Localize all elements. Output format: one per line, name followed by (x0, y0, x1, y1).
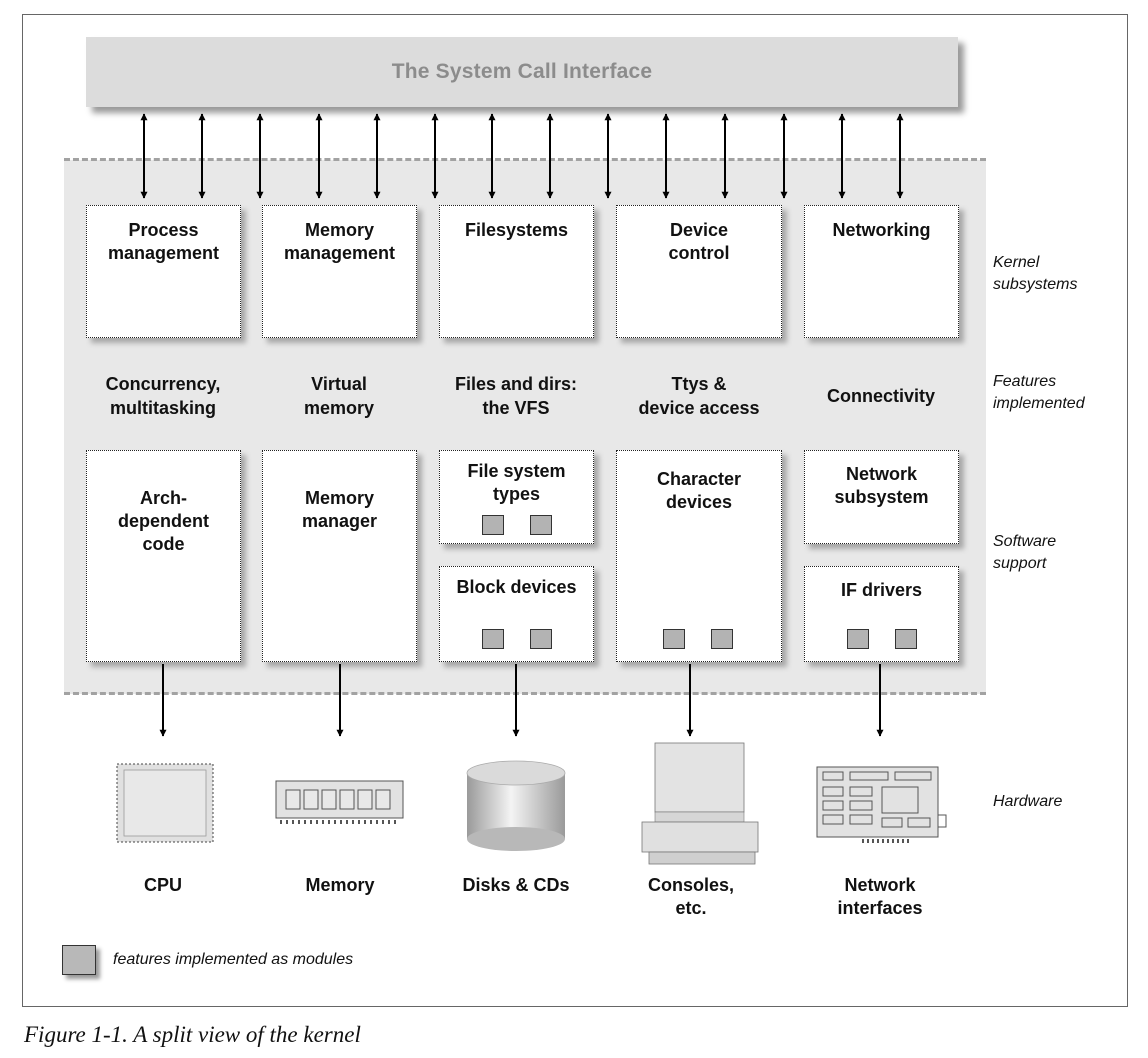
hardware-label-line: Memory (305, 875, 375, 895)
subsystem-filesystems: Filesystems (439, 205, 594, 338)
hardware-label-network-interfaces: Network interfaces (800, 874, 960, 920)
box-label-line: Arch- (139, 488, 187, 508)
side-label-line: Hardware (993, 793, 1063, 810)
subsystem-process-management: Process management (86, 205, 241, 338)
memory-manager: Memory manager (262, 450, 417, 662)
network-subsystem: Network subsystem (804, 450, 959, 544)
feature-vfs: Files and dirs: the VFS (421, 372, 611, 420)
side-label-line: Kernel (993, 254, 1040, 271)
module-square (530, 515, 552, 535)
feature-label-line: device access (638, 398, 760, 418)
feature-label-line: Concurrency, (105, 374, 221, 394)
legend-label: features implemented as modules (113, 951, 354, 968)
side-label-features-implemented: Features implemented (993, 371, 1085, 415)
side-label-line: subsystems (993, 276, 1078, 293)
subsystem-label-line: Networking (832, 220, 931, 240)
subsystem-device-control: Device control (616, 205, 782, 338)
box-label-line: Character (656, 469, 742, 489)
subsystem-label-line: Process (128, 220, 199, 240)
feature-label-line: Virtual (311, 374, 367, 394)
box-label-line: types (492, 484, 541, 504)
hardware-label-cpu: CPU (83, 874, 243, 897)
module-square (482, 515, 504, 535)
feature-label-line: Files and dirs: (454, 374, 578, 394)
module-square (895, 629, 917, 649)
hardware-label-line: interfaces (837, 898, 923, 918)
box-label-line: File system (467, 461, 566, 481)
box-label-line: Memory (304, 488, 375, 508)
feature-concurrency: Concurrency, multitasking (68, 372, 258, 420)
side-label-kernel-subsystems: Kernel subsystems (993, 252, 1077, 296)
side-label-line: implemented (993, 395, 1085, 412)
hardware-arrows (159, 664, 884, 737)
legend-module-square (62, 945, 96, 975)
feature-label-line: Connectivity (826, 386, 936, 406)
box-label-line: Network (845, 464, 917, 484)
subsystem-label-line: management (107, 243, 220, 263)
arch-dependent-code: Arch- dependent code (86, 450, 241, 662)
module-square (663, 629, 685, 649)
subsystem-networking: Networking (804, 205, 959, 338)
hardware-label-line: etc. (675, 898, 707, 918)
subsystem-label-line: management (283, 243, 396, 263)
system-call-interface-label: The System Call Interface (391, 60, 653, 83)
feature-connectivity: Connectivity (786, 384, 976, 408)
subsystem-memory-management: Memory management (262, 205, 417, 338)
feature-label-line: Ttys & (671, 374, 727, 394)
side-label-line: support (993, 555, 1047, 572)
block-devices: Block devices (439, 566, 594, 662)
box-label-line: code (142, 534, 185, 554)
hardware-label-line: Consoles, (647, 875, 735, 895)
if-drivers: IF drivers (804, 566, 959, 662)
syscall-arrows (140, 113, 904, 199)
hardware-label-consoles: Consoles, etc. (611, 874, 771, 920)
hardware-label-line: Disks & CDs (462, 875, 570, 895)
side-label-software-support: Software support (993, 531, 1056, 575)
box-label-line: manager (301, 511, 378, 531)
side-label-hardware: Hardware (993, 791, 1062, 813)
kernel-top-dashed-border (64, 158, 986, 161)
box-label-line: dependent (117, 511, 209, 531)
hardware-label-disks: Disks & CDs (436, 874, 596, 897)
module-square (482, 629, 504, 649)
side-label-line: Features (993, 373, 1057, 390)
memory-module-icon (275, 780, 404, 824)
box-label-line: Block devices (456, 577, 577, 597)
module-square (847, 629, 869, 649)
box-label-line: devices (665, 492, 733, 512)
feature-ttys-device-access: Ttys & device access (604, 372, 794, 420)
cpu-icon (116, 763, 214, 843)
box-label-line: IF drivers (840, 580, 923, 600)
system-call-interface: The System Call Interface (86, 37, 958, 107)
disk-cylinder-icon (466, 760, 566, 851)
subsystem-label-line: control (668, 243, 730, 263)
figure-caption: Figure 1-1. A split view of the kernel (24, 1022, 361, 1047)
hardware-label-line: Network (844, 875, 916, 895)
subsystem-label-line: Device (669, 220, 729, 240)
module-square (711, 629, 733, 649)
file-system-types: File system types (439, 450, 594, 544)
network-card-icon (816, 766, 947, 843)
character-devices: Character devices (616, 450, 782, 662)
feature-virtual-memory: Virtual memory (244, 372, 434, 420)
side-label-line: Software (993, 533, 1057, 550)
subsystem-label-line: Memory (304, 220, 375, 240)
kernel-bottom-dashed-border (64, 692, 986, 695)
hardware-label-memory: Memory (260, 874, 420, 897)
box-label-line: subsystem (834, 487, 929, 507)
feature-label-line: the VFS (482, 398, 550, 418)
feature-label-line: memory (303, 398, 375, 418)
hardware-label-line: CPU (143, 875, 182, 895)
subsystem-label-line: Filesystems (464, 220, 569, 240)
console-terminal-icon (641, 742, 759, 865)
feature-label-line: multitasking (109, 398, 216, 418)
module-square (530, 629, 552, 649)
